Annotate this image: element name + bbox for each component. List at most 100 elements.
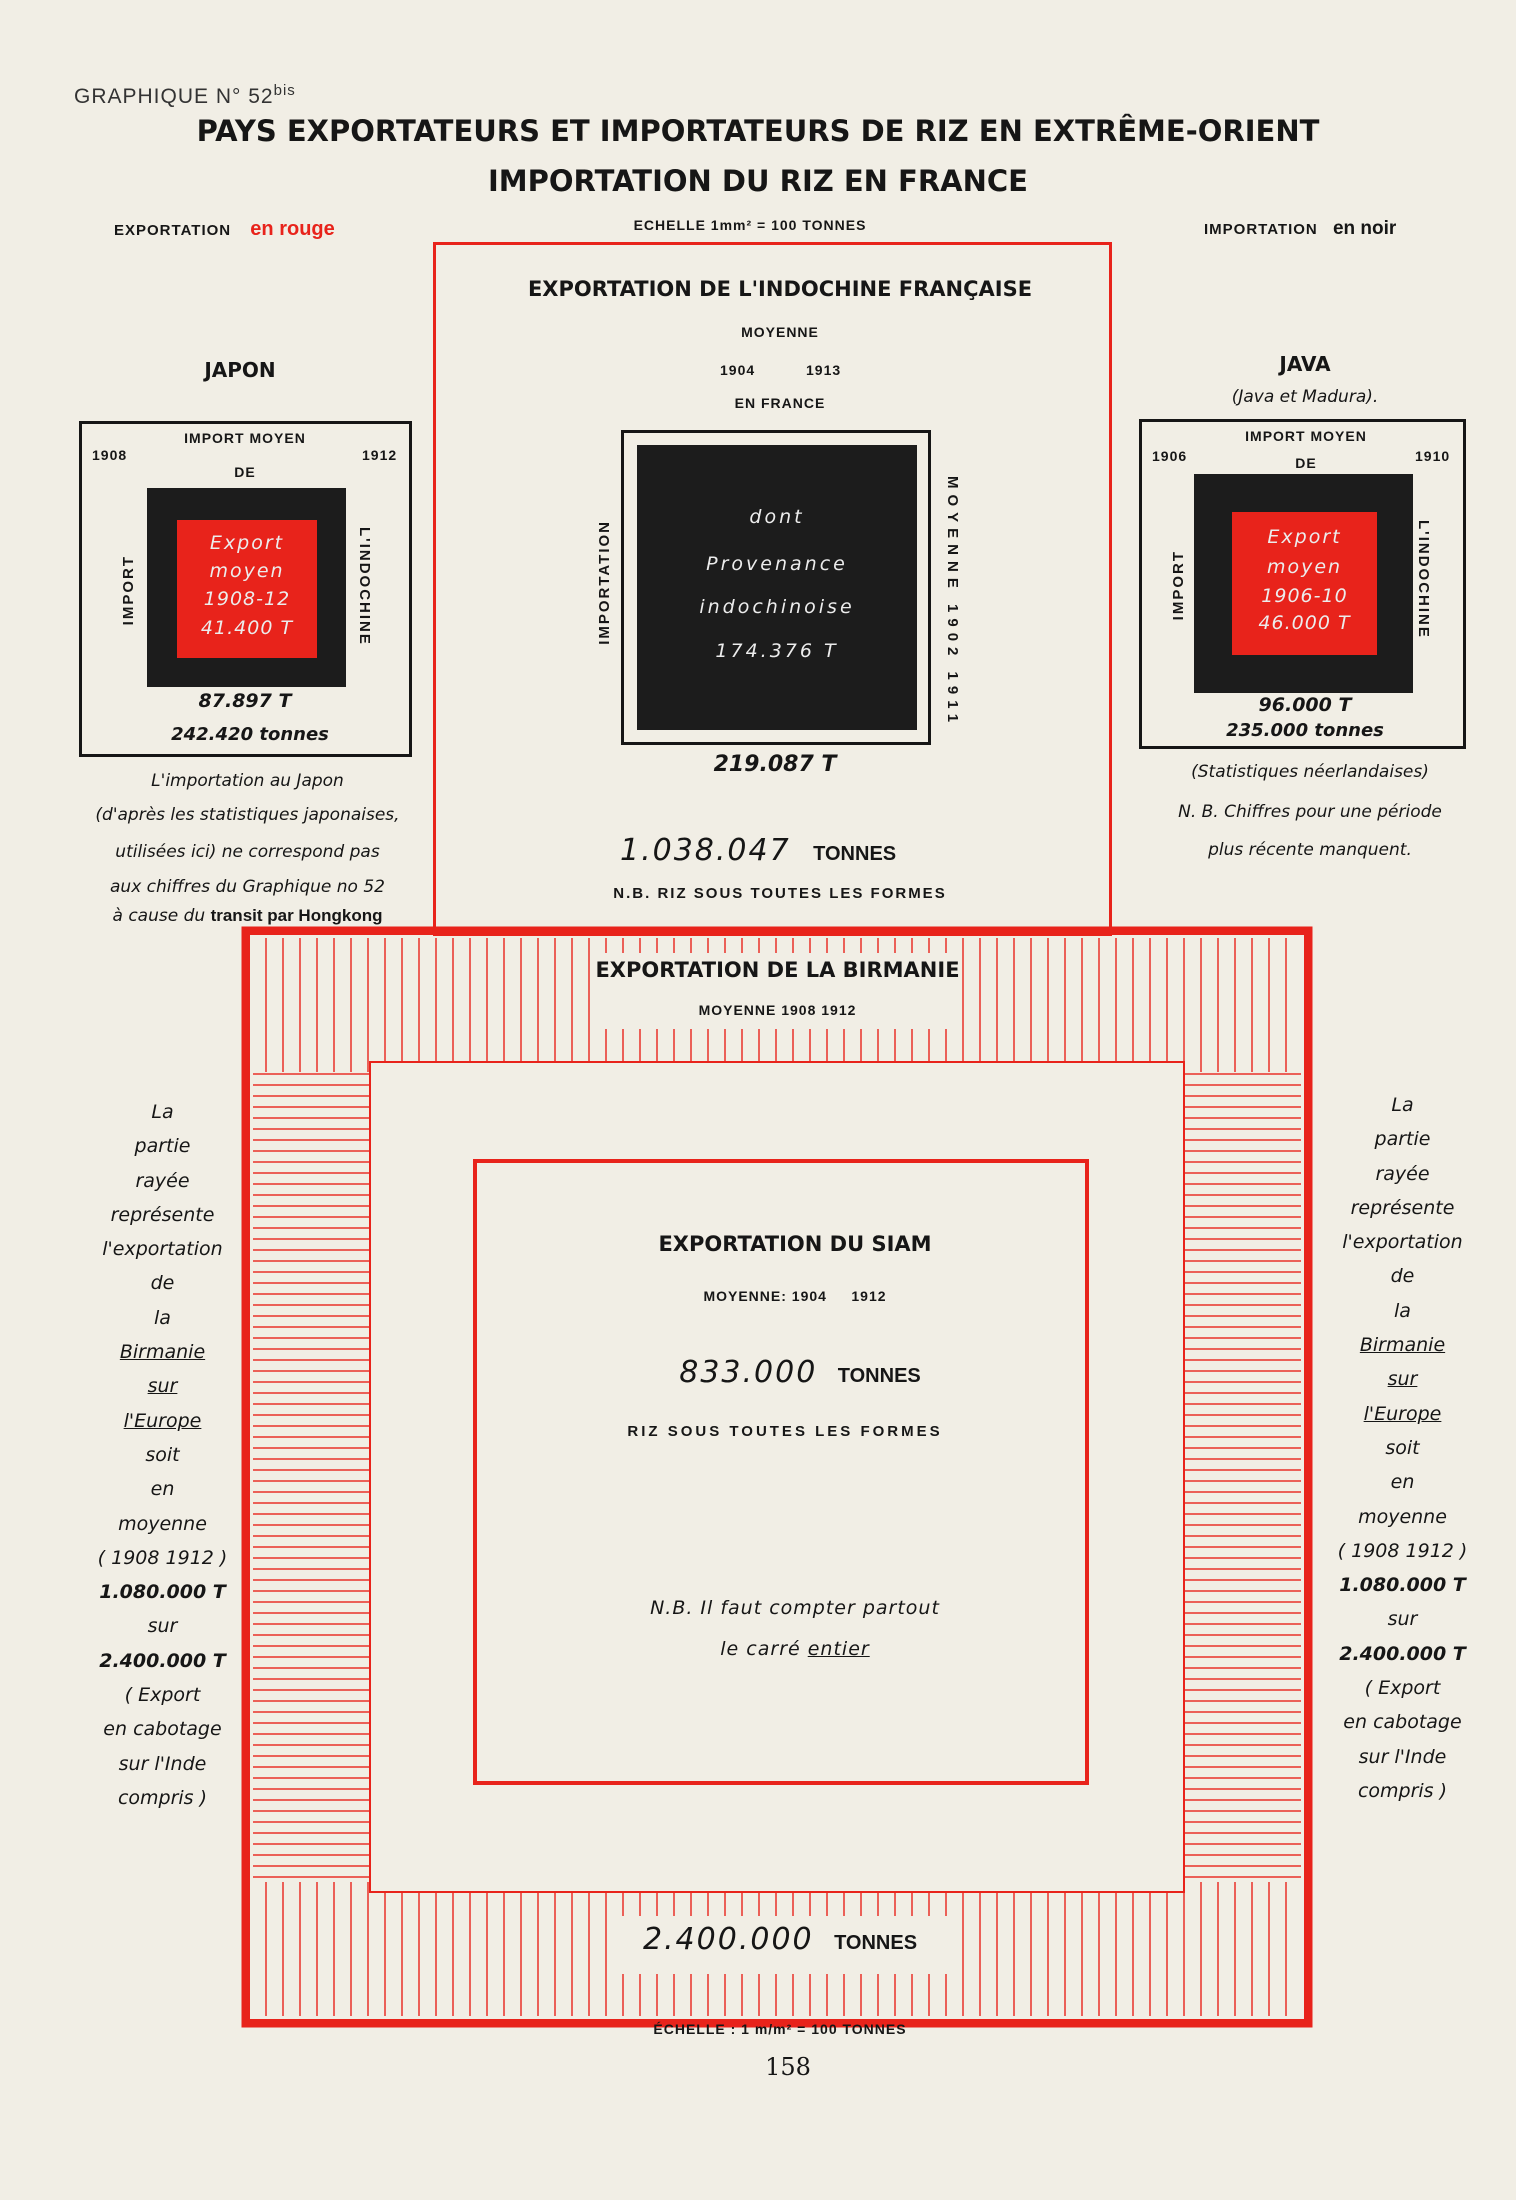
side-note-line: sur (1387, 1608, 1418, 1631)
japon-note-l3: utilisées ici) ne correspond pas (115, 842, 380, 862)
java-export-square (1232, 512, 1377, 655)
legend-import-label: IMPORTATION (1204, 221, 1318, 238)
japon-right-label: L'INDOCHINE (356, 527, 373, 646)
france-right-label: MOYENNE 1902 1911 (944, 476, 961, 729)
side-note-line: moyenne (118, 1512, 207, 1535)
side-note-line: ( Export (1364, 1677, 1441, 1700)
birmanie-total-unit: TONNES (834, 1932, 918, 1954)
scale-bottom: ÉCHELLE : 1 m/m² = 100 TONNES (653, 2021, 907, 2037)
siam-value: 833.000 (679, 1355, 818, 1390)
page-subtitle: IMPORTATION DU RIZ EN FRANCE (488, 164, 1028, 198)
side-note-line: l'Europe (1363, 1402, 1442, 1425)
indochine-y1: 1904 (720, 362, 756, 378)
side-note-line: la (154, 1306, 171, 1329)
japon-note-l4: aux chiffres du Graphique no 52 (110, 877, 385, 897)
side-note-line: sur (1387, 1368, 1418, 1391)
side-note-line: Birmanie (119, 1341, 206, 1364)
side-note-line: ( 1908 1912 ) (1337, 1539, 1468, 1562)
indochine-total-unit: TONNES (813, 843, 897, 865)
java-import-square (1139, 419, 1466, 749)
siam-note-l2-b: entier (807, 1638, 870, 1660)
side-note-line: en (1390, 1471, 1415, 1494)
page-number: 158 (765, 2053, 811, 2081)
birmanie-total-bg (608, 1916, 948, 1974)
france-inner-line1: dont (749, 506, 805, 528)
side-note-line: de (1390, 1265, 1415, 1288)
indochine-moyenne: MOYENNE (741, 324, 819, 340)
legend-export-label: EXPORTATION (114, 222, 232, 239)
java-export-l3: 1906-10 (1261, 585, 1348, 607)
legend-import-color: en noir (1332, 218, 1397, 239)
birmanie-title-bg (605, 953, 950, 1029)
side-note-line: ( Export (124, 1684, 201, 1707)
side-note-line: soit (145, 1443, 180, 1466)
japon-export-square (177, 520, 317, 658)
japon-import-value: 87.897 T (198, 690, 292, 712)
side-note-line: 1.080.000 T (1339, 1574, 1466, 1597)
java-tonnes: 235.000 tonnes (1226, 720, 1384, 741)
side-note-line: l'exportation (102, 1238, 223, 1261)
france-inner-line3: indochinoise (699, 596, 855, 618)
siam-sub: MOYENNE: 1904 1912 (703, 1288, 887, 1304)
java-export-l2: moyen (1266, 556, 1343, 578)
siam-total: 833.000 TONNES (600, 1355, 1000, 1390)
side-note-line: Birmanie (1359, 1334, 1446, 1357)
france-left-label: IMPORTATION (596, 520, 613, 645)
indochine-total-value: 1.038.047 (620, 833, 791, 868)
birmanie-total: 2.400.000 TONNES (560, 1922, 1000, 1957)
japon-note-l5-a: à cause du (112, 906, 211, 926)
japon-note-l2: (d'après les statistiques japonaises, (95, 805, 400, 825)
side-note-line: en cabotage (103, 1718, 222, 1741)
legend-export: EXPORTATION en rouge (114, 218, 335, 241)
japon-export-l1: Export (209, 532, 285, 554)
side-note-line: sur (147, 1615, 178, 1638)
japon-name: JAPON (204, 358, 276, 382)
graph-label: GRAPHIQUE N° 52bis (74, 82, 296, 109)
side-note-line: sur l'Inde (1358, 1745, 1447, 1768)
side-note-line: compris ) (117, 1786, 208, 1809)
france-inner-value: 174.376 T (715, 640, 839, 662)
japon-export-l4: 41.400 T (200, 617, 294, 639)
japon-import-square (79, 421, 412, 757)
side-note-line: rayée (1375, 1162, 1430, 1185)
siam-unit: TONNES (837, 1365, 921, 1387)
siam-forms: RIZ SOUS TOUTES LES FORMES (627, 1423, 943, 1440)
side-note-line: en cabotage (1343, 1711, 1462, 1734)
birmanie-sub: MOYENNE 1908 1912 (698, 1002, 857, 1018)
side-note-line: la (1394, 1299, 1411, 1322)
side-note-line: soit (1385, 1436, 1420, 1459)
side-note-line: 2.400.000 T (99, 1649, 226, 1672)
java-box-title2: DE (1295, 455, 1317, 471)
java-right-label: L'INDOCHINE (1415, 520, 1432, 639)
java-note-l3: plus récente manquent. (1208, 840, 1412, 860)
side-note-line: moyenne (1358, 1505, 1447, 1528)
java-sub: (Java et Madura). (1231, 387, 1379, 407)
japon-y2: 1912 (362, 447, 398, 463)
siam-note-l2-a: le carré (720, 1638, 808, 1660)
birmanie-total-value: 2.400.000 (642, 1922, 814, 1957)
japon-export-l2: moyen (209, 560, 285, 582)
java-box-title1: IMPORT MOYEN (1245, 428, 1367, 444)
side-note-line: ( 1908 1912 ) (97, 1546, 228, 1569)
java-y2: 1910 (1415, 448, 1451, 464)
france-import-square (637, 445, 917, 730)
side-note-line: de (150, 1272, 175, 1295)
side-note-line: 1.080.000 T (99, 1581, 226, 1604)
japon-box-title2: DE (234, 464, 256, 480)
side-note-line: représente (110, 1203, 215, 1226)
france-import-value: 219.087 T (713, 752, 837, 777)
java-left-label: IMPORT (1170, 550, 1187, 621)
java-note-l2: N. B. Chiffres pour une période (1178, 802, 1442, 822)
java-name: JAVA (1279, 352, 1331, 376)
java-export-l4: 46.000 T (1258, 612, 1351, 634)
graph-label-sup: bis (273, 82, 296, 99)
scale-top: ECHELLE 1mm² = 100 TONNES (633, 217, 867, 233)
france-inner-line2: Provenance (706, 553, 848, 575)
side-note-line: en (150, 1478, 175, 1501)
graph-label-text: GRAPHIQUE N° 52 (74, 85, 274, 108)
side-note-line: rayée (135, 1169, 190, 1192)
side-note-line: partie (134, 1135, 191, 1158)
side-note-line: La (151, 1101, 174, 1123)
java-note-l1: (Statistiques néerlandaises) (1191, 762, 1429, 782)
